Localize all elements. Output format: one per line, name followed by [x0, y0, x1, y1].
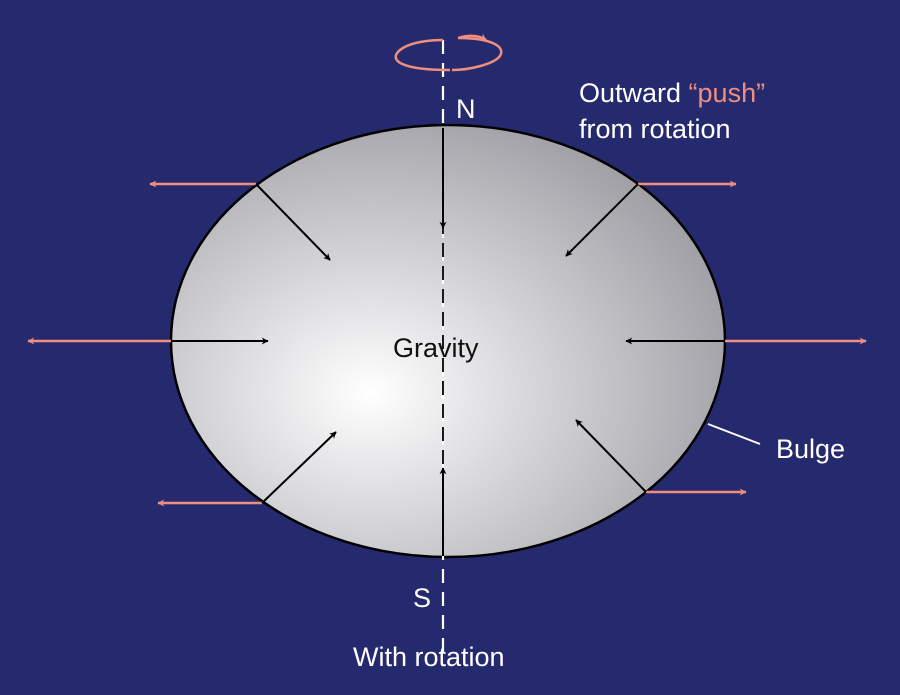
gravity-arrow-upper-left: [255, 183, 331, 261]
outward-push-prefix: Outward: [579, 78, 689, 108]
gravity-arrow-lower-left: [261, 431, 337, 504]
gravity-label: Gravity: [393, 333, 479, 363]
outward-push-highlight: “push”: [688, 78, 766, 108]
rotation-arrow-icon: [394, 33, 503, 72]
outward-push-arrows: [27, 180, 867, 507]
gravity-arrow-lower-right: [575, 419, 647, 493]
caption-label: With rotation: [353, 642, 505, 672]
outward-push-label-line1: Outward “push”: [579, 78, 765, 108]
gravity-arrow-upper-right: [565, 183, 639, 257]
south-label: S: [413, 583, 432, 613]
bulge-label: Bulge: [776, 434, 846, 464]
outward-push-label-line2: from rotation: [579, 114, 731, 144]
bulge-leader-line: [707, 423, 761, 445]
gravity-arrows: [171, 128, 725, 556]
north-label: N: [456, 94, 476, 124]
